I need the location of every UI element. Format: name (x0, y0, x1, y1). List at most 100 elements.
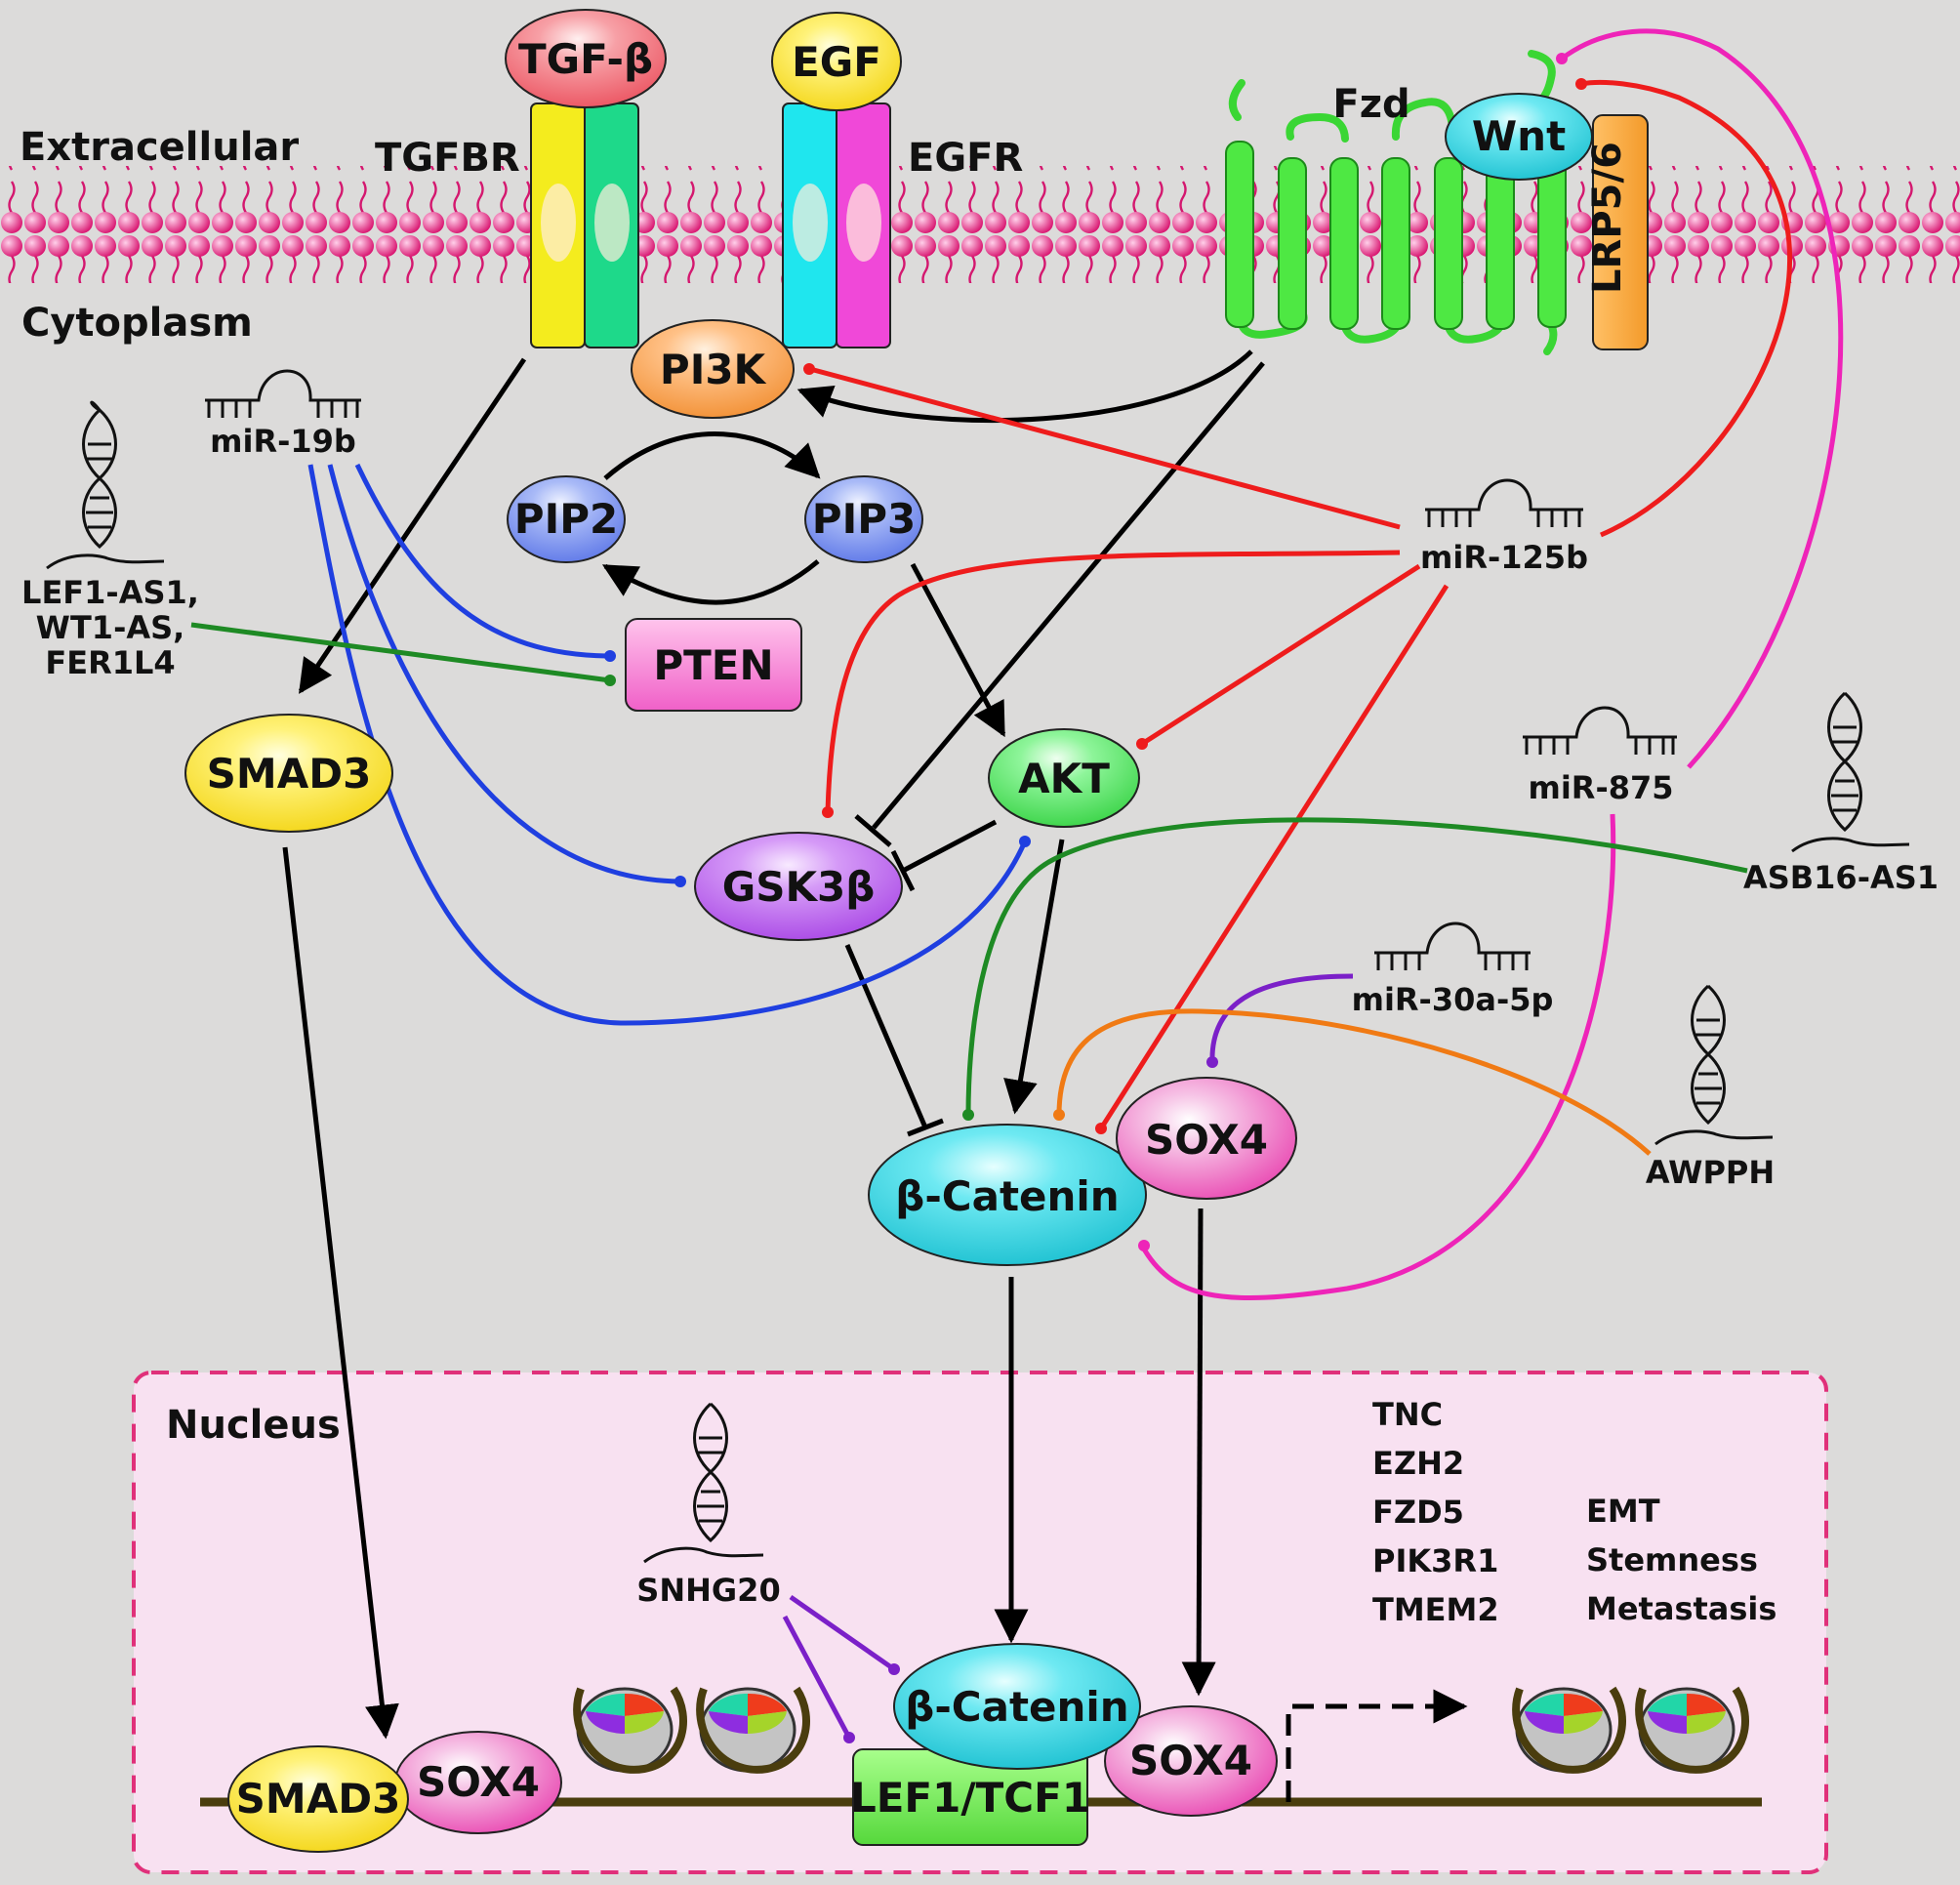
target-gene-ezh2: EZH2 (1372, 1445, 1464, 1482)
lncrna-to-pten-line (190, 622, 611, 683)
egf-ligand (771, 12, 902, 111)
endpoint (1053, 1109, 1065, 1121)
tgfbr-receptor (530, 102, 639, 348)
egf-label: EGF (792, 38, 881, 86)
bcatenin-label: β-Catenin (895, 1172, 1119, 1220)
endpoint (843, 1732, 855, 1743)
mir19b-label: miR-19b (210, 423, 356, 460)
endpoint (962, 1109, 974, 1121)
bcatenin-nuclear-label: β-Catenin (905, 1683, 1128, 1731)
lncrna-left-glyph (46, 400, 165, 570)
gsk3b-node (694, 832, 903, 941)
inhibition-lines (844, 361, 1265, 1137)
endpoint (1136, 738, 1148, 750)
endpoint (1138, 1240, 1150, 1251)
pip2-node (507, 475, 626, 563)
awpph-label: AWPPH (1646, 1154, 1775, 1191)
bcatenin-nuclear-node (893, 1643, 1141, 1770)
mir30a-glyph (1374, 922, 1531, 970)
target-gene-tmem2: TMEM2 (1372, 1591, 1499, 1628)
endpoint (604, 675, 616, 686)
target-gene-fzd5: FZD5 (1372, 1494, 1464, 1531)
wnt-ligand (1445, 93, 1593, 181)
smad3-nuclear-label: SMAD3 (236, 1775, 401, 1823)
target-gene-pik3r1: PIK3R1 (1372, 1542, 1498, 1579)
mir125b-to-akt (1140, 563, 1421, 747)
arrow-sox4-nucleus (1181, 1208, 1216, 1697)
arrow-tgfbr-smad3 (298, 357, 527, 694)
lrp56-coreceptor (1592, 114, 1649, 350)
mir19b-to-gsk3b (327, 464, 680, 884)
pip3-node (804, 475, 923, 563)
arrow-akt-bcatenin (1003, 839, 1065, 1115)
endpoint (822, 806, 834, 818)
tgfbr-label: TGFBR (375, 136, 520, 181)
snhg20-to-lef1tcf1 (782, 1615, 852, 1740)
smad3-node (184, 714, 393, 833)
endpoint (803, 363, 815, 375)
mir875-label: miR-875 (1528, 769, 1673, 806)
mir875-inhibition-lines (1139, 28, 1844, 1301)
mir125b-to-wnt (1580, 79, 1793, 538)
awpph-glyph (1654, 984, 1774, 1146)
lncrna-left-line3: FER1L4 (45, 644, 175, 681)
outcome-emt: EMT (1586, 1493, 1660, 1530)
pten-label: PTEN (653, 641, 773, 689)
sox4-nuclear-left-label: SOX4 (417, 1758, 540, 1806)
mir19b-to-akt (307, 464, 1028, 1026)
mir875-to-wnt (1560, 28, 1844, 769)
cytoplasm-label: Cytoplasm (21, 301, 253, 346)
endpoint (1556, 53, 1568, 64)
cell-membrane (0, 166, 1960, 283)
nucleus-label: Nucleus (166, 1403, 341, 1448)
lncrna-left-line1: LEF1-AS1, (21, 574, 199, 611)
fzd-receptor (1225, 50, 1567, 355)
snhg20-label: SNHG20 (636, 1572, 780, 1609)
target-gene-tnc: TNC (1372, 1396, 1443, 1433)
endpoint (1575, 78, 1587, 90)
arrow-pip3-pip2 (601, 559, 820, 605)
inhibit-fzd-gsk3b (872, 361, 1265, 830)
mir125b-to-gsk3b (825, 550, 1401, 813)
snhg20-to-bcatenin (789, 1594, 896, 1672)
pip2-label: PIP2 (514, 495, 618, 543)
mir875-glyph (1523, 706, 1677, 755)
mir125b-to-pi3k (809, 366, 1401, 530)
lrp56-label: LRP5/6 (1585, 142, 1630, 294)
mir19b-inhibition-lines (307, 463, 1028, 1026)
sox4-nuclear-right-label: SOX4 (1129, 1737, 1252, 1784)
egfr-label: EGFR (908, 136, 1023, 181)
nucleosome-right-1 (1512, 1686, 1626, 1774)
nucleosome-left-2 (696, 1686, 810, 1774)
pi3k-label: PI3K (660, 346, 767, 393)
mir125b-to-bcatenin (1098, 584, 1450, 1130)
sox4-label: SOX4 (1145, 1116, 1268, 1164)
mir19b-to-pten (354, 463, 608, 659)
awpph-to-bcatenin-line (1056, 1008, 1652, 1156)
mir19b-glyph (205, 369, 361, 418)
mir30a-to-sox4-line (1209, 973, 1354, 1063)
endpoint (674, 876, 686, 887)
pip3-label: PIP3 (812, 495, 916, 543)
outcome-stemness: Stemness (1586, 1541, 1758, 1578)
inhibit-akt-gsk3b (901, 819, 998, 874)
mir875-to-bcatenin (1139, 813, 1616, 1301)
mir125b-label: miR-125b (1420, 539, 1588, 576)
arrow-pip2-pip3 (603, 431, 821, 480)
arrow-smad3-nucleus (282, 846, 399, 1740)
transcription-start-arrow (1286, 1689, 1468, 1802)
pten-node (625, 618, 802, 712)
gsk3b-label: GSK3β (722, 863, 876, 911)
mir30a-label: miR-30a-5p (1352, 981, 1554, 1018)
extracellular-label: Extracellular (20, 125, 299, 170)
akt-node (988, 728, 1140, 828)
fzd-label: Fzd (1332, 82, 1409, 127)
endpoint (604, 650, 616, 662)
nucleosome-right-2 (1635, 1686, 1749, 1774)
lef1tcf1-label: LEF1/TCF1 (850, 1774, 1090, 1822)
endpoint (1095, 1123, 1107, 1134)
lncrna-left-line2: WT1-AS, (36, 609, 185, 646)
asb16-to-bcatenin-line (965, 817, 1748, 1116)
